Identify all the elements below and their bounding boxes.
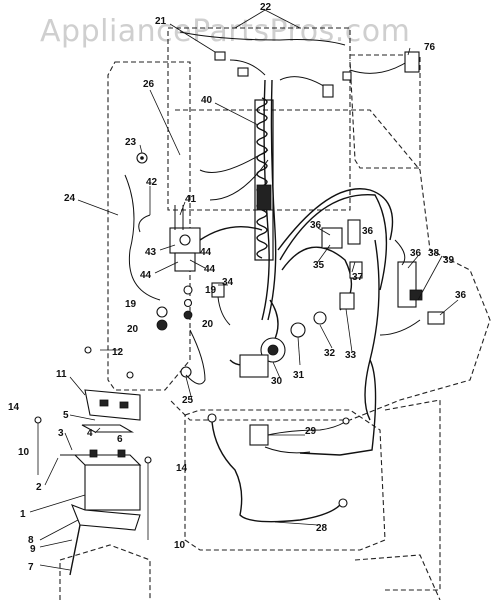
leader-lines: [29, 9, 459, 571]
callout-34: 34: [222, 277, 234, 288]
callout-25: 25: [182, 395, 194, 406]
callout-14-b: 14: [176, 463, 188, 474]
switch-components: [211, 219, 363, 378]
callout-7: 7: [28, 562, 34, 573]
top-connectors: [179, 31, 420, 98]
callout-39: 39: [443, 255, 455, 266]
callout-22: 22: [260, 2, 272, 13]
callout-30: 30: [271, 376, 283, 387]
callout-44-a: 44: [200, 247, 212, 258]
callout-10-a: 10: [18, 447, 30, 458]
callout-43: 43: [145, 247, 157, 258]
callout-19-a: 19: [205, 285, 217, 296]
callout-26: 26: [143, 79, 155, 90]
wiring-harness: [199, 59, 411, 456]
callout-28: 28: [316, 523, 328, 534]
callout-32: 32: [324, 348, 336, 359]
hardware: [136, 152, 206, 385]
battery-assembly: [34, 346, 152, 576]
solenoid-assembly: [124, 174, 263, 301]
callout-24: 24: [64, 193, 76, 204]
callout-76: 76: [424, 42, 436, 53]
callout-29: 29: [305, 426, 317, 437]
callout-36-c: 36: [410, 248, 422, 259]
callout-41: 41: [185, 194, 197, 205]
callout-44-b: 44: [140, 270, 152, 281]
callout-4: 4: [87, 428, 93, 439]
callout-10-b: 10: [174, 540, 186, 551]
callout-6: 6: [117, 434, 123, 445]
callout-20-a: 20: [202, 319, 214, 330]
callout-37: 37: [352, 272, 364, 283]
callout-11: 11: [56, 369, 67, 380]
callout-2: 2: [36, 482, 42, 493]
callout-35: 35: [313, 260, 325, 271]
seat-switches: [379, 239, 445, 336]
callout-14-a: 14: [8, 402, 20, 413]
callout-3: 3: [58, 428, 64, 439]
callout-20-b: 20: [127, 324, 139, 335]
callout-19-b: 19: [125, 299, 137, 310]
callout-1: 1: [20, 509, 26, 520]
callout-36-b: 36: [362, 226, 374, 237]
conduit-loom: [254, 97, 274, 261]
ground-cable: [207, 413, 350, 523]
callout-44-c: 44: [204, 264, 216, 275]
callout-23: 23: [125, 137, 137, 148]
callout-12: 12: [112, 347, 124, 358]
callout-5: 5: [63, 410, 69, 421]
callout-42: 42: [146, 177, 158, 188]
callout-40: 40: [201, 95, 213, 106]
callout-33: 33: [345, 350, 357, 361]
callout-31: 31: [293, 370, 305, 381]
callout-labels: 21 22 76 26 40 23 42 24 41 36 36 43 44 4…: [8, 2, 467, 573]
callout-9: 9: [30, 544, 36, 555]
callout-21: 21: [155, 16, 167, 27]
callout-36-d: 36: [455, 290, 467, 301]
callout-8: 8: [28, 535, 34, 546]
callout-36-a: 36: [310, 220, 322, 231]
callout-38: 38: [428, 248, 440, 259]
